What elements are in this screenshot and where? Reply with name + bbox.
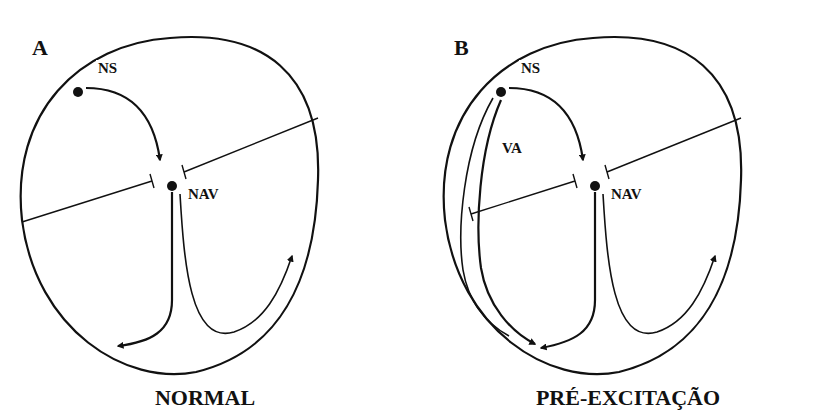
conduction-arrow	[603, 194, 715, 333]
panel-caption: NORMAL	[153, 386, 257, 410]
heart-outline	[444, 37, 742, 374]
heart-normal	[21, 37, 319, 374]
sinus-node-dot	[73, 87, 83, 97]
av-tick	[469, 165, 609, 221]
node-label: NAV	[609, 186, 644, 203]
av-plane	[22, 181, 152, 222]
conduction-arrow	[541, 192, 595, 348]
node-label: NAV	[186, 186, 221, 203]
heart-outline	[21, 37, 319, 374]
av-node-dot	[590, 181, 600, 191]
av-plane	[607, 118, 741, 172]
av-plane	[184, 118, 318, 172]
panel-letter: B	[452, 36, 471, 60]
sinus-node-dot	[496, 87, 506, 97]
panel-letter: A	[30, 36, 50, 60]
panel-caption: PRÉ-EXCITAÇÃO	[534, 386, 722, 410]
node-label: NS	[519, 60, 542, 77]
conduction-arrow	[86, 88, 160, 160]
conduction-arrow	[180, 194, 292, 333]
av-node-dot	[167, 181, 177, 191]
accessory-pathway	[478, 100, 535, 344]
accessory-pathway	[461, 98, 509, 336]
node-label: NS	[96, 60, 119, 77]
av-plane	[471, 181, 575, 214]
heart-preexcitation	[444, 37, 742, 374]
conduction-arrow	[118, 192, 172, 346]
pathway-label: VA	[500, 140, 524, 157]
